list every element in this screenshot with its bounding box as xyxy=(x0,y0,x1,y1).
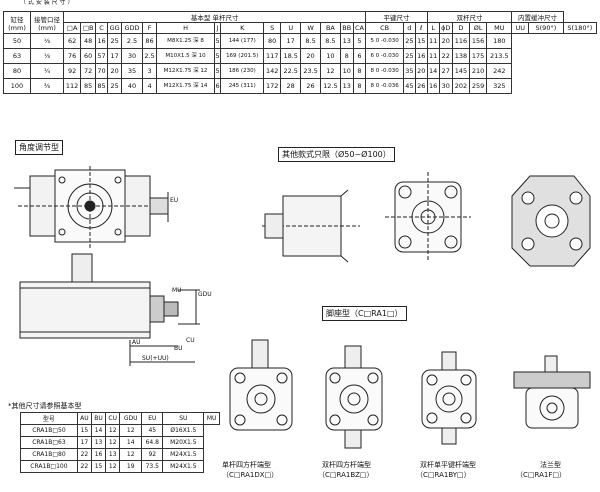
mount-cell: 12 xyxy=(105,460,121,473)
flange-drawing xyxy=(513,355,591,429)
spec-cell: 20 xyxy=(438,33,453,49)
mount-cell: 12 xyxy=(105,436,121,449)
mount-cell: 15 xyxy=(90,460,107,473)
spec-cell: 325 xyxy=(486,78,513,94)
mount-cell: 12 xyxy=(119,448,143,461)
spec-subheader: S(180°) xyxy=(562,22,598,34)
spec-table: 缸径(mm) 接管口径(mm) 基本型 单杆尺寸 平键尺寸 双杆尺寸 内置缓冲尺… xyxy=(3,11,598,94)
double-key-caption: 双杆四方杆端型 xyxy=(322,461,371,469)
other-types-front-view xyxy=(385,172,471,262)
spec-cell: 25 xyxy=(106,78,123,94)
mount-header: EU xyxy=(141,412,164,425)
other-types-side-view xyxy=(262,189,360,263)
spec-cell: 85 xyxy=(80,78,97,94)
angle-adjust-side-view xyxy=(19,253,200,366)
spec-cell: 2.5 xyxy=(121,33,143,49)
foot-type-label: 脚座型（C□RA1□） xyxy=(322,306,407,321)
dim-su: SU(+UU) xyxy=(142,355,169,362)
spec-subheader: GG xyxy=(106,22,123,34)
dim-cu: CU xyxy=(186,337,195,344)
double-flat-drawing xyxy=(421,351,477,445)
angle-adjust-front-view xyxy=(14,166,169,250)
mount-cell: Ø16X1.5 xyxy=(162,424,205,437)
mount-cell: 64.8 xyxy=(141,436,164,449)
mount-cell: 14 xyxy=(119,436,143,449)
double-key-drawing xyxy=(325,345,383,449)
mount-cell: M24X1.5 xyxy=(162,448,205,461)
dim-au: AU xyxy=(132,339,141,346)
mount-cell: CRA1B□100 xyxy=(20,460,78,473)
spec-cell: 213.5 xyxy=(486,48,513,64)
mount-header: BU xyxy=(90,412,107,425)
single-key-code: （C□RA1DX□） xyxy=(222,471,279,479)
mount-cell: CRA1B□50 xyxy=(20,424,78,437)
mount-header: CU xyxy=(105,412,121,425)
spec-cell: 12.5 xyxy=(319,78,341,94)
mount-header: AU xyxy=(76,412,92,425)
mount-cell: 22 xyxy=(76,460,92,473)
mount-cell: 92 xyxy=(141,448,164,461)
double-flat-code: （C□RA1BY□） xyxy=(416,471,471,479)
dim-bu: BU xyxy=(174,345,183,352)
dim-eu: EU xyxy=(170,197,179,204)
mount-cell: CRA1B□63 xyxy=(20,436,78,449)
mount-cell: 13 xyxy=(90,436,107,449)
mount-header: GDU xyxy=(119,412,143,425)
double-flat-caption: 双杆单平键杆端型 xyxy=(420,461,476,469)
other-types-octagon-view xyxy=(511,175,591,267)
spec-cell: 30 xyxy=(438,78,453,94)
mount-cell: 13 xyxy=(105,448,121,461)
spec-cell: 40 xyxy=(121,78,143,94)
mount-cell: 45 xyxy=(141,424,164,437)
mount-cell: 15 xyxy=(76,424,92,437)
mount-cell: 73.5 xyxy=(141,460,164,473)
mount-cell: 17 xyxy=(76,436,92,449)
dim-mu: MU xyxy=(172,287,182,294)
mount-cell: M20X1.5 xyxy=(162,436,205,449)
mount-header: SU xyxy=(162,412,205,425)
spec-cell: 72 xyxy=(80,63,97,79)
mount-cell: 12 xyxy=(105,424,121,437)
spec-subheader: GDD xyxy=(121,22,143,34)
angle-adjust-label: 角度调节型 xyxy=(15,140,63,155)
spec-cell: 259 xyxy=(469,78,488,94)
mount-cell: M24X1.5 xyxy=(162,460,205,473)
mount-cell: CRA1B□80 xyxy=(20,448,78,461)
mount-header: MU xyxy=(203,412,220,425)
flange-code: （C□RA1F□） xyxy=(516,471,566,479)
spec-cell: 45 xyxy=(402,78,416,94)
mount-cell: 16 xyxy=(90,448,107,461)
double-key-code: （C□RA1BZ□） xyxy=(318,471,374,479)
mount-header: 型号 xyxy=(20,412,78,425)
mount-cell: 12 xyxy=(119,424,143,437)
header-caption: （ 式 安 装 尺 寸 ） xyxy=(20,0,74,6)
spec-cell: 172 xyxy=(263,78,282,94)
single-key-drawing xyxy=(229,339,293,431)
single-key-caption: 单杆四方杆端型 xyxy=(222,461,271,469)
spec-cell: 112 xyxy=(62,78,82,94)
spec-cell: M12X1.75 深 14 xyxy=(156,78,215,94)
spec-cell: 16 xyxy=(426,78,440,94)
spec-cell: 245 (311) xyxy=(220,78,265,94)
spec-cell: 25 xyxy=(106,33,123,49)
spec-cell: 8 0 -0.036 xyxy=(365,78,404,94)
mount-cell: 19 xyxy=(119,460,143,473)
mount-table-title: *其他尺寸请参照基本型 xyxy=(8,402,82,410)
dim-gdu: GDU xyxy=(198,291,212,298)
other-types-label: 其他款式只限（Ø50~Ø100） xyxy=(278,147,395,162)
mount-cell: 14 xyxy=(90,424,107,437)
mount-cell: 22 xyxy=(76,448,92,461)
flange-caption: 法兰型 xyxy=(540,461,561,469)
